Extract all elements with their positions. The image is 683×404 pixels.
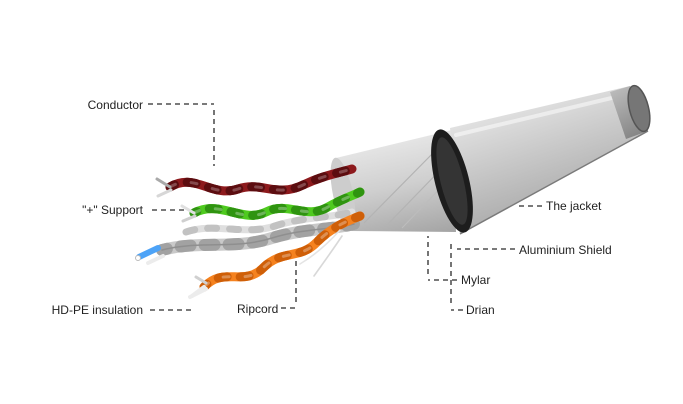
twisted-pair-white: [182, 208, 356, 236]
frayed-tip: [181, 214, 197, 223]
label-aluminium-shield: Aluminium Shield: [519, 243, 612, 257]
label-ripcord: Ripcord: [237, 302, 279, 316]
twisted-pair-green: [180, 187, 365, 223]
frayed-tip: [180, 204, 196, 215]
cable-tip-cap: [627, 84, 651, 133]
frayed-tip: [156, 188, 173, 198]
exposed-wires: [135, 164, 365, 299]
twisted-pair-maroon: [155, 164, 357, 198]
frayed-tip: [155, 177, 172, 189]
hdpe-insulation-tip: [188, 287, 208, 299]
jacket-highlight: [454, 94, 622, 137]
hdpe-insulation-tip: [194, 275, 208, 285]
label-plus-support: "+" Support: [82, 203, 143, 217]
ripcord-threads: [299, 229, 343, 277]
jacket-end-ring-inner: [436, 137, 468, 225]
jacket-bottom-edge: [459, 130, 649, 235]
leader-lines: [148, 103, 542, 311]
label-the-jacket: The jacket: [546, 199, 602, 213]
foil-shield: [336, 130, 456, 232]
leader-conductor: [148, 103, 215, 166]
twisted-pair-orange: [188, 211, 365, 299]
leader-mylar: [427, 236, 457, 281]
leader-ripcord: [281, 260, 297, 309]
cable-body: [330, 84, 651, 235]
label-mylar: Mylar: [461, 273, 491, 287]
label-drian: Drian: [466, 303, 495, 317]
shield-wrap-line: [363, 147, 439, 224]
leader-drian: [450, 240, 463, 311]
blue-conductor-tip: [135, 245, 165, 265]
label-hdpe-insulation: HD-PE insulation: [51, 303, 143, 317]
label-conductor: Conductor: [87, 98, 143, 112]
